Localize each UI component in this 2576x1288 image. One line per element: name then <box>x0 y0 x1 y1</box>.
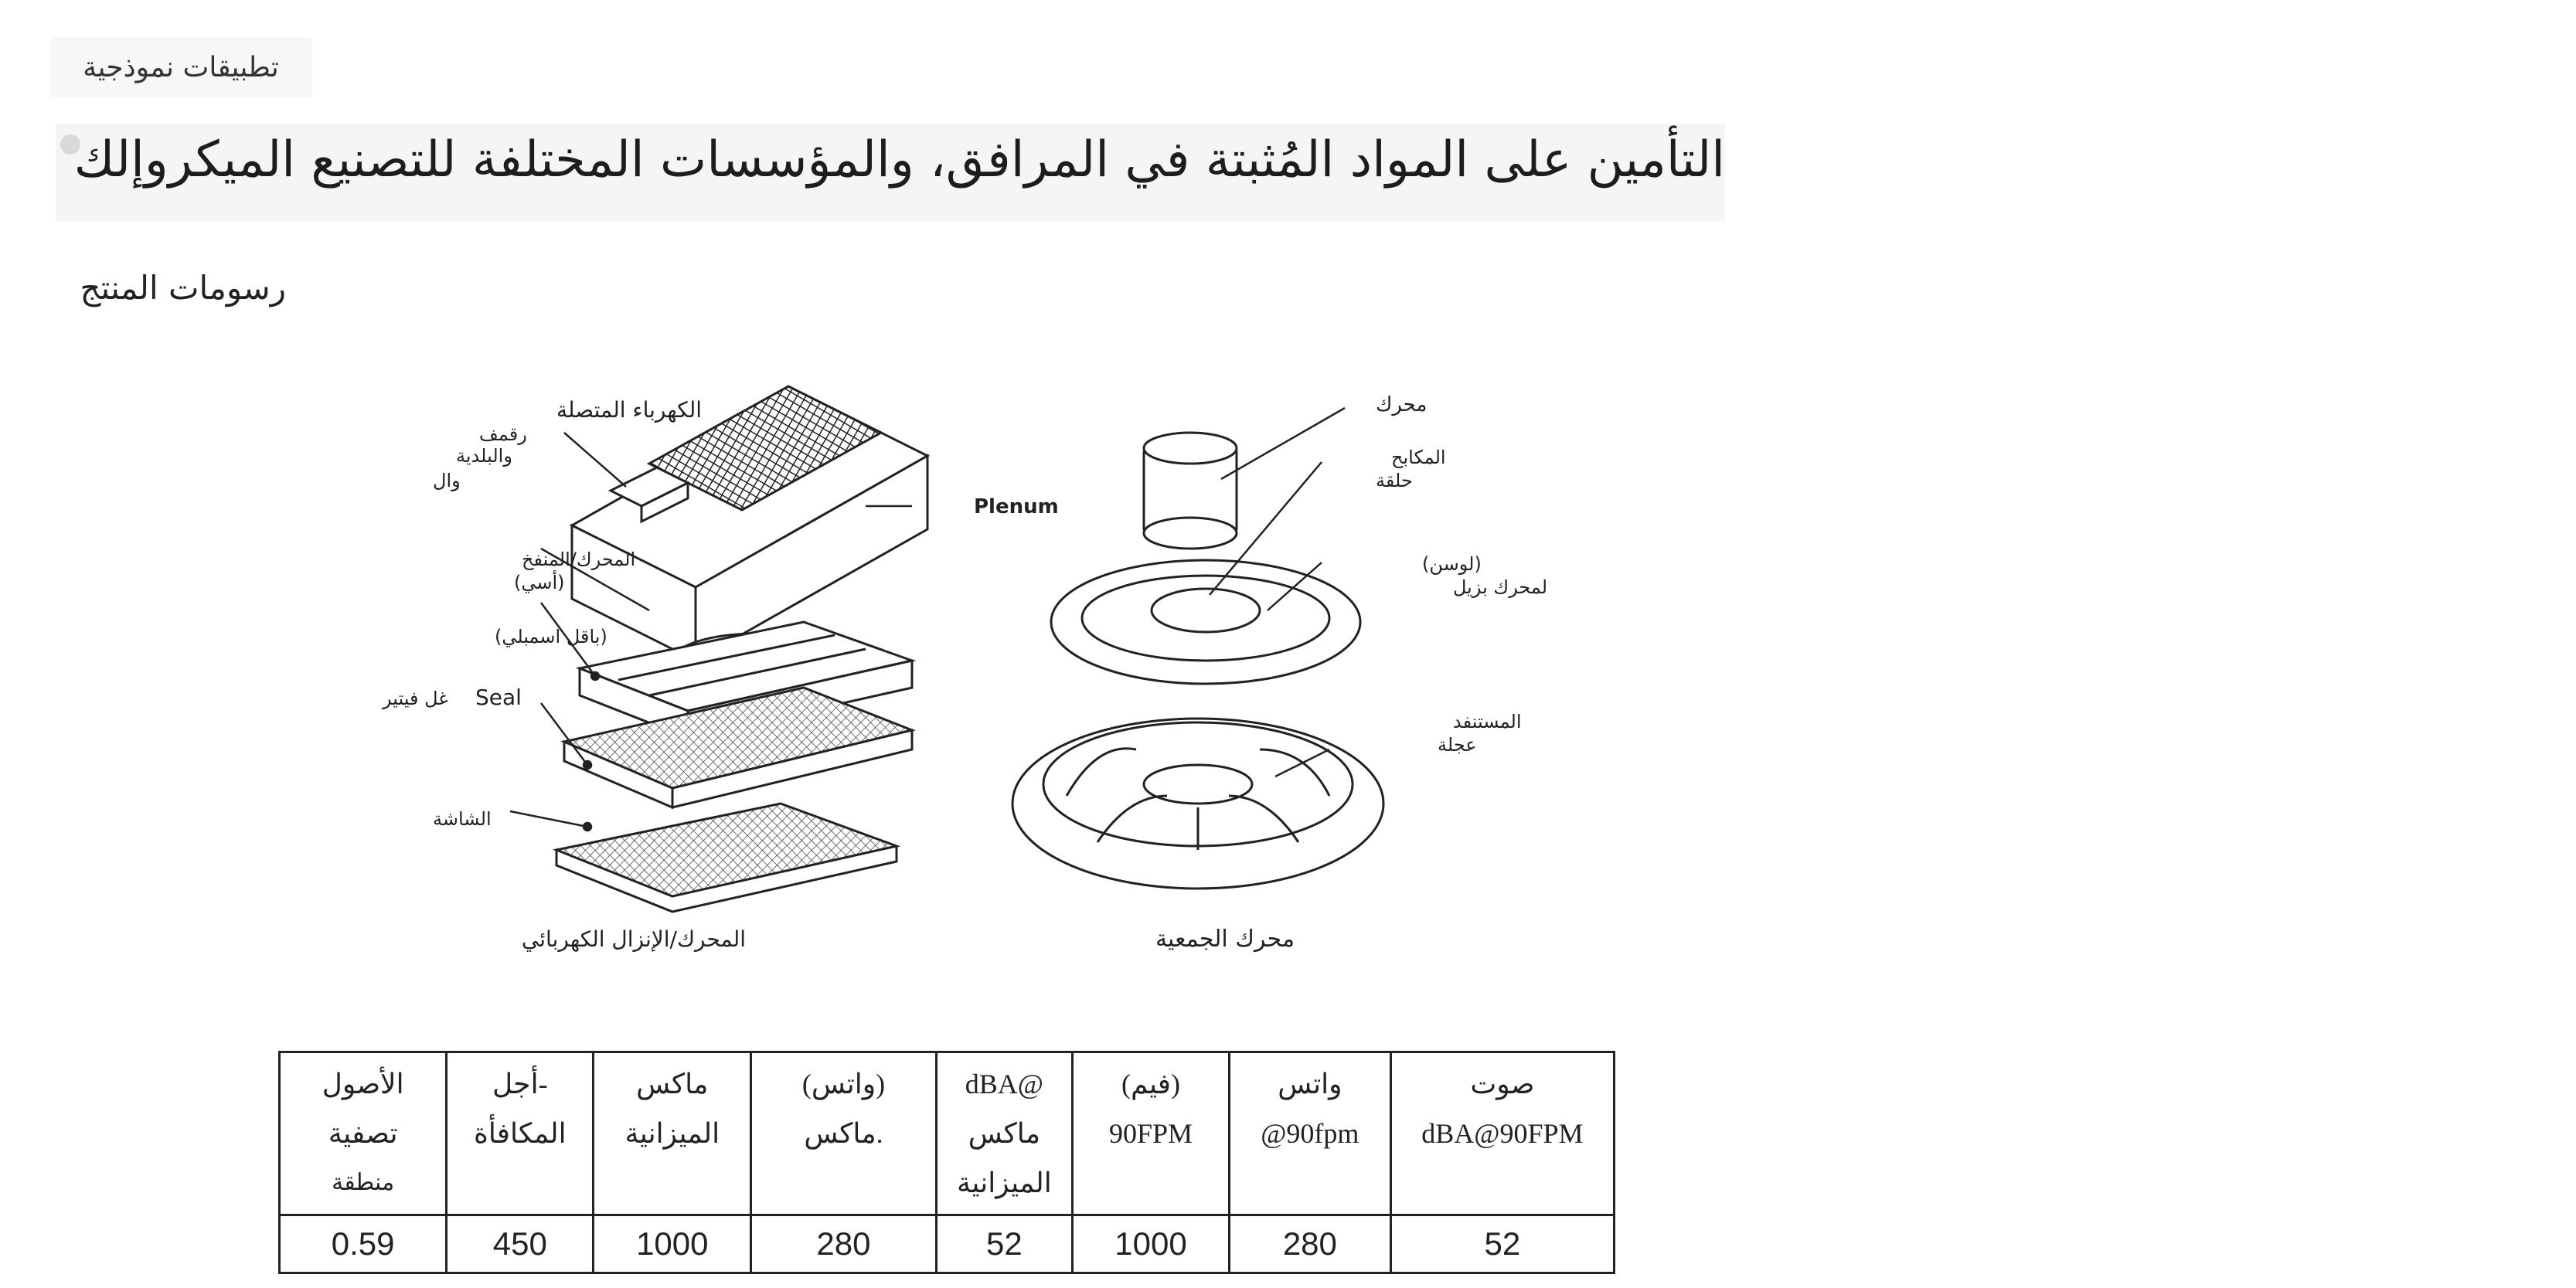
table-cell: 52 <box>934 1214 1074 1274</box>
label-used: المستنفد <box>1453 711 1522 732</box>
label-motor-fan-2: (أسي) <box>514 570 565 593</box>
caption-left: المحرك/الإنزال الكهربائي <box>522 926 746 952</box>
label-filter: غل فيتير <box>382 688 448 709</box>
table-cell: 280 <box>750 1214 938 1274</box>
table-cell: 450 <box>445 1214 595 1274</box>
table-cell: 1000 <box>1071 1214 1230 1274</box>
table-header-cell: (واتس)ماكس. <box>750 1051 938 1216</box>
label-washer: (لوسن) <box>1422 553 1482 575</box>
label-electrical: الكهرباء المتصلة <box>556 397 702 423</box>
label-basket: (باقل اسمبلي) <box>495 626 607 647</box>
table-header-cell: (فيم)90FPM <box>1071 1051 1230 1216</box>
label-brakes: المكابح <box>1391 447 1446 468</box>
left-leader-lines <box>509 432 912 832</box>
label-municipal: والبلدية <box>456 445 512 467</box>
label-electrical-2: رقمف <box>479 423 527 445</box>
table-cell: 0.59 <box>277 1214 448 1274</box>
table-cell: 1000 <box>592 1214 753 1274</box>
label-wheel: عجلة <box>1438 734 1477 756</box>
motor-assembly-exploded <box>1011 431 1385 890</box>
label-motor-bezel: المحرك بزيل <box>1453 576 1546 598</box>
table-row: 0.59 450 1000 280 52 1000 280 52 <box>277 1214 1616 1274</box>
caption-right: محرك الجمعية <box>1155 926 1295 953</box>
label-seal: Seal <box>475 685 522 710</box>
product-drawing: الكهرباء المتصلة رقمف والبلدية وال المحر… <box>382 385 1546 953</box>
label-wall: وال <box>433 470 461 491</box>
table-cell: 280 <box>1227 1214 1392 1274</box>
corner-dot-icon <box>60 134 80 155</box>
table-cell: 52 <box>1389 1214 1616 1274</box>
table-header-cell: أجل-المكافأة <box>445 1051 595 1216</box>
label-plenum: Plenum <box>974 495 1059 518</box>
label-ring: حلقة <box>1376 470 1413 491</box>
page-title-banner: التأمين على المواد المُثبتة في المرافق، … <box>56 124 1725 221</box>
label-screen: الشاشة <box>433 808 492 830</box>
table-header-cell: واتس@90fpm <box>1227 1051 1392 1216</box>
category-tag: تطبيقات نموذجية <box>49 37 312 97</box>
label-motor-fan: المحرك/المنفخ <box>522 549 635 570</box>
label-motor: محرك <box>1376 393 1428 416</box>
page-title: التأمين على المواد المُثبتة في المرافق، … <box>73 131 1725 189</box>
right-leader-lines <box>1209 406 1346 778</box>
fan-filter-unit-exploded <box>552 385 931 913</box>
section-title: رسومات المنتج <box>80 268 286 307</box>
